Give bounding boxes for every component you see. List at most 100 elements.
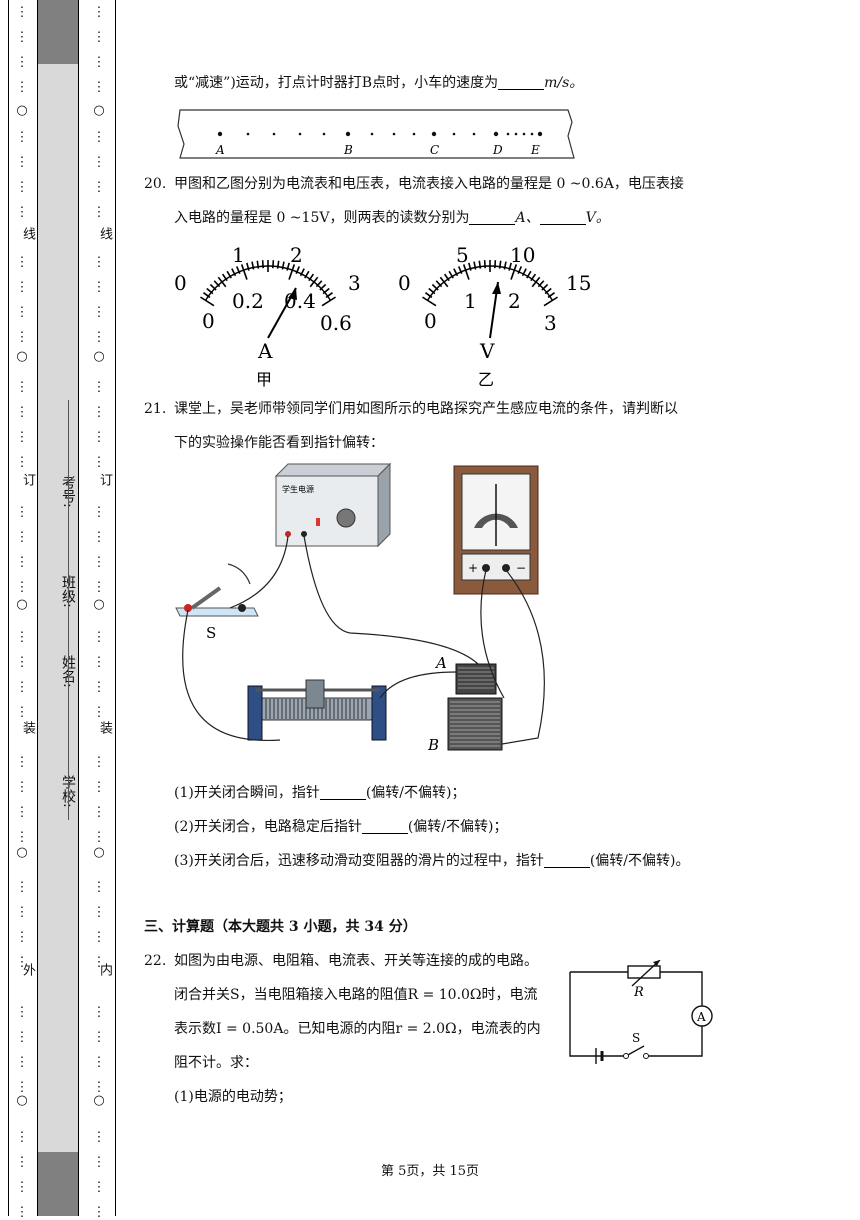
school-field-label: 学校: (60, 775, 76, 808)
margin-dot: ⋮ (15, 1130, 29, 1145)
q22-line1: 如图为由电源、电阻箱、电流表、开关等连接的成的电路。 (174, 953, 538, 969)
margin-dot: ⋮ (92, 305, 106, 320)
tape-dot (392, 132, 396, 136)
student-field-underline (68, 400, 69, 820)
margin-dot: ⋮ (92, 155, 106, 170)
meter-tick (251, 261, 255, 270)
margin-circle-icon: ○ (16, 597, 28, 612)
page-footer: 第 5页，共 15页 (380, 1164, 480, 1179)
margin-dot: ⋮ (15, 1080, 29, 1095)
tape-label-e: E (530, 143, 540, 157)
tape-dot (246, 132, 250, 136)
margin-label: 外 (20, 963, 35, 976)
margin-circle-icon: ○ (16, 103, 28, 118)
margin-dot: ⋮ (15, 805, 29, 820)
margin-circle-icon: ○ (93, 597, 105, 612)
q22-part1: (1)电源的电动势； (174, 1089, 292, 1105)
meter-tick (498, 260, 502, 269)
tape-dot (298, 132, 302, 136)
meter-tick (422, 296, 437, 307)
galvanometer-plus: + (468, 561, 478, 575)
ammeter-dial: 0 1 2 3 0 0.2 0.4 0.6 A 甲 (174, 243, 361, 389)
q21-line2: 下的实验操作能否看到指针偏转： (174, 435, 384, 451)
margin-dot: ⋮ (15, 405, 29, 420)
inner-dotted-line: ⋮⋮⋮⋮⋮⋮⋮⋮⋮⋮⋮⋮⋮⋮⋮⋮⋮⋮⋮⋮⋮⋮⋮⋮⋮⋮⋮⋮⋮⋮⋮⋮⋮⋮⋮⋮⋮⋮⋮⋮… (87, 0, 113, 1220)
meter-tick (508, 262, 512, 271)
meter-tick (483, 260, 486, 269)
margin-dot: ⋮ (15, 430, 29, 445)
meter-arc (204, 265, 332, 301)
class-field-label: 班级: (60, 575, 76, 608)
margin-dot: ⋮ (92, 830, 106, 845)
ammeter-unit: A (257, 339, 273, 363)
meter-tick (494, 260, 497, 269)
margin-dot: ⋮ (15, 1005, 29, 1020)
margin-dot: ⋮ (15, 530, 29, 545)
margin-dot: ⋮ (15, 1155, 29, 1170)
margin-circle-icon: ○ (93, 1093, 105, 1108)
margin-dot: ⋮ (92, 780, 106, 795)
switch-arrow-icon (227, 563, 251, 585)
answer-blank[interactable] (498, 73, 545, 90)
tape-label-a: A (215, 143, 225, 157)
knife-switch (175, 607, 259, 617)
margin-dot: ⋮ (15, 330, 29, 345)
margin-circle-icon: ○ (16, 845, 28, 860)
margin-label: 订 (20, 473, 35, 486)
margin-dot: ⋮ (92, 80, 106, 95)
margin-dot: ⋮ (15, 1205, 29, 1220)
q20-line1: 甲图和乙图分别为电流表和电压表，电流表接入电路的量程是 0 ~0.6A，电压表接 (174, 176, 684, 192)
meter-tick (478, 260, 482, 269)
voltmeter-scale (422, 260, 558, 307)
meter-tick (468, 262, 472, 271)
margin-dot: ⋮ (92, 1005, 106, 1020)
voltmeter-top-tick: 15 (566, 271, 591, 295)
voltmeter-caption: 乙 (478, 370, 494, 389)
answer-blank[interactable] (539, 208, 586, 225)
q20-number: 20. (144, 176, 167, 192)
ammeter-top-tick: 2 (290, 243, 303, 267)
margin-dot: ⋮ (92, 905, 106, 920)
margin-dot: ⋮ (15, 30, 29, 45)
answer-blank[interactable] (319, 783, 366, 800)
margin-dot: ⋮ (92, 1180, 106, 1195)
tape-dot (530, 132, 534, 136)
meter-tick (281, 261, 285, 270)
margin-circle-icon: ○ (93, 845, 105, 860)
meter-tick (321, 296, 336, 307)
margin-dot: ⋮ (15, 255, 29, 270)
margin-dot: ⋮ (92, 955, 106, 970)
tape-dot (345, 131, 351, 137)
margin-dot: ⋮ (15, 705, 29, 720)
margin-label: 订 (97, 473, 112, 486)
margin-dot: ⋮ (15, 780, 29, 795)
terminal-red-icon (285, 531, 291, 537)
voltmeter-top-tick: 5 (456, 243, 469, 267)
q22-line3: 表示数I = 0.50A。已知电源的内阻r = 2.0Ω，电流表的内 (174, 1021, 541, 1037)
margin-dot: ⋮ (15, 5, 29, 20)
margin-dot: ⋮ (15, 655, 29, 670)
answer-blank[interactable] (543, 851, 590, 868)
margin-dot: ⋮ (15, 55, 29, 70)
margin-dot: ⋮ (92, 180, 106, 195)
exam-number-field-label: 考号: (60, 475, 76, 508)
margin-dot: ⋮ (15, 180, 29, 195)
margin-dot: ⋮ (15, 1030, 29, 1045)
q21-part3: (3)开关闭合后，迅速移动滑动变阻器的滑片的过程中，指针(偏转/不偏转)。 (174, 851, 690, 869)
answer-blank[interactable] (361, 817, 408, 834)
answer-blank[interactable] (469, 208, 516, 225)
tape-dot (472, 132, 476, 136)
terminal-black-icon (301, 531, 307, 537)
meter-tick (272, 260, 275, 269)
meter-tick (200, 296, 215, 307)
power-supply-label: 学生电源 (282, 484, 314, 494)
margin-dot: ⋮ (15, 905, 29, 920)
switch-label: S (206, 624, 216, 642)
margin-dark-block-bottom (38, 1152, 78, 1216)
ammeter-needle-head (288, 288, 297, 300)
ammeter-bottom-tick: 0.2 (232, 289, 264, 313)
margin-dot: ⋮ (15, 280, 29, 295)
margin-circle-icon: ○ (16, 1093, 28, 1108)
margin-dot: ⋮ (15, 680, 29, 695)
